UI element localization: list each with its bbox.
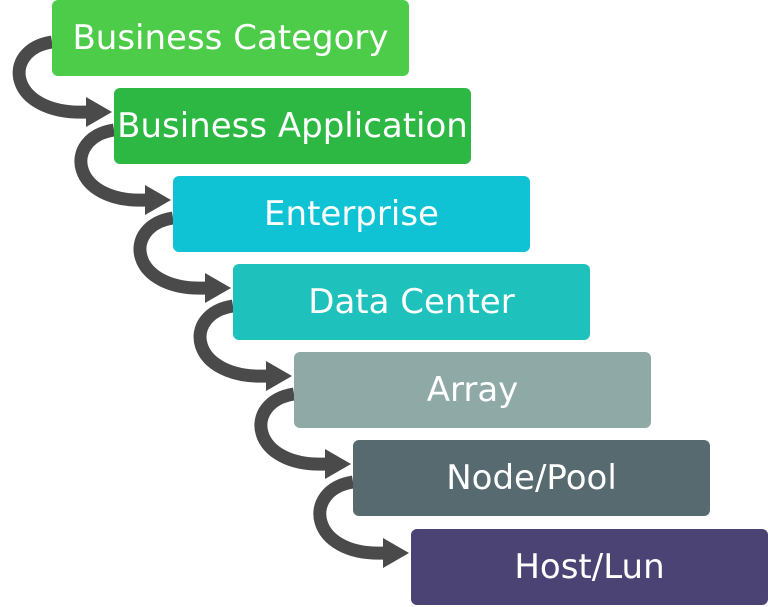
level-label: Business Application bbox=[117, 106, 468, 146]
arrow-5 bbox=[313, 475, 409, 568]
arrow-head bbox=[325, 449, 351, 479]
arrow-shaft bbox=[254, 387, 328, 471]
level-array: Array bbox=[294, 352, 651, 428]
arrow-2 bbox=[133, 211, 231, 303]
arrow-0 bbox=[12, 35, 112, 127]
arrow-shaft bbox=[133, 211, 208, 295]
arrow-shaft bbox=[74, 123, 148, 207]
arrow-shaft bbox=[12, 35, 89, 119]
level-label: Host/Lun bbox=[514, 547, 665, 587]
arrow-shaft bbox=[193, 299, 269, 383]
level-label: Array bbox=[426, 370, 519, 410]
arrow-head bbox=[383, 538, 409, 568]
level-label: Node/Pool bbox=[446, 458, 617, 498]
level-label: Business Category bbox=[72, 18, 389, 58]
level-label: Enterprise bbox=[264, 194, 439, 234]
level-host-lun: Host/Lun bbox=[411, 529, 768, 605]
arrow-1 bbox=[74, 123, 171, 215]
arrow-head bbox=[145, 185, 171, 215]
level-business-application: Business Application bbox=[114, 88, 471, 164]
arrow-3 bbox=[193, 299, 292, 391]
arrow-shaft bbox=[313, 475, 386, 560]
level-data-center: Data Center bbox=[233, 264, 590, 340]
arrow-head bbox=[266, 361, 292, 391]
level-node-pool: Node/Pool bbox=[353, 440, 710, 516]
level-label: Data Center bbox=[308, 282, 515, 322]
level-business-category: Business Category bbox=[52, 0, 409, 76]
level-enterprise: Enterprise bbox=[173, 176, 530, 252]
arrow-head bbox=[205, 273, 231, 303]
arrow-head bbox=[86, 97, 112, 127]
arrow-4 bbox=[254, 387, 351, 479]
